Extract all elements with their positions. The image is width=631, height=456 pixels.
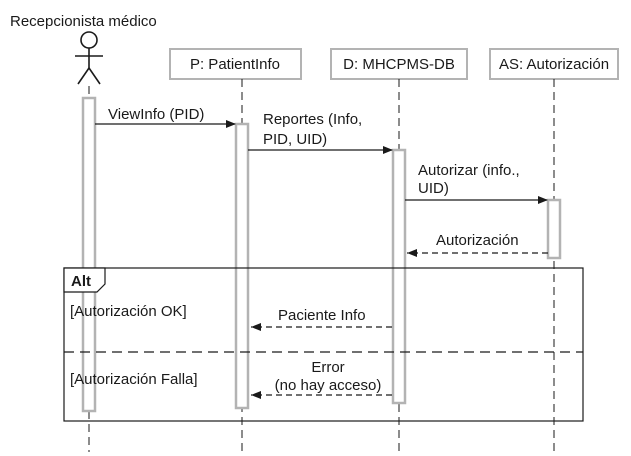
activation-bar-database — [391, 148, 407, 405]
message-label-error-line2: (no hay acceso) — [275, 377, 382, 394]
lifeline-label-patient-info: P: PatientInfo — [190, 56, 280, 73]
lifeline-header-patient-info: P: PatientInfo — [169, 48, 302, 80]
arrowhead-authorization-return — [407, 249, 417, 257]
message-label-patient-info-return: Paciente Info — [278, 307, 366, 324]
alt-operator-label: Alt — [71, 273, 91, 290]
lifeline-header-authorization: AS: Autorización — [489, 48, 619, 80]
alt-operator-tab — [63, 267, 106, 293]
message-label-reports-line1: Reportes (Info, — [263, 111, 362, 128]
activation-bar-authorization — [546, 198, 562, 260]
arrowhead-patient-info-return — [251, 323, 261, 331]
arrowhead-error-return — [251, 391, 261, 399]
guard-label-ok: [Autorización OK] — [70, 303, 187, 320]
message-label-authorize-line1: Autorizar (info., — [418, 162, 520, 179]
message-label-view-info: ViewInfo (PID) — [108, 106, 204, 123]
message-label-authorization-return: Autorización — [436, 232, 519, 249]
lifeline-header-database: D: MHCPMS-DB — [330, 48, 468, 80]
lifeline-label-database: D: MHCPMS-DB — [343, 56, 455, 73]
message-label-authorize-line2: UID) — [418, 180, 449, 197]
actor-label: Recepcionista médico — [10, 13, 157, 30]
message-label-error-line1: Error — [311, 359, 344, 376]
lifeline-label-authorization: AS: Autorización — [499, 56, 609, 73]
activation-bar-patient-info — [234, 122, 250, 410]
alt-fragment: Alt [Autorización OK] [Autorización Fall… — [63, 267, 584, 422]
guard-label-fail: [Autorización Falla] — [70, 371, 198, 388]
message-label-reports-line2: PID, UID) — [263, 131, 327, 148]
actor-stick-figure-icon — [75, 31, 103, 85]
activation-bar-actor — [81, 96, 97, 413]
